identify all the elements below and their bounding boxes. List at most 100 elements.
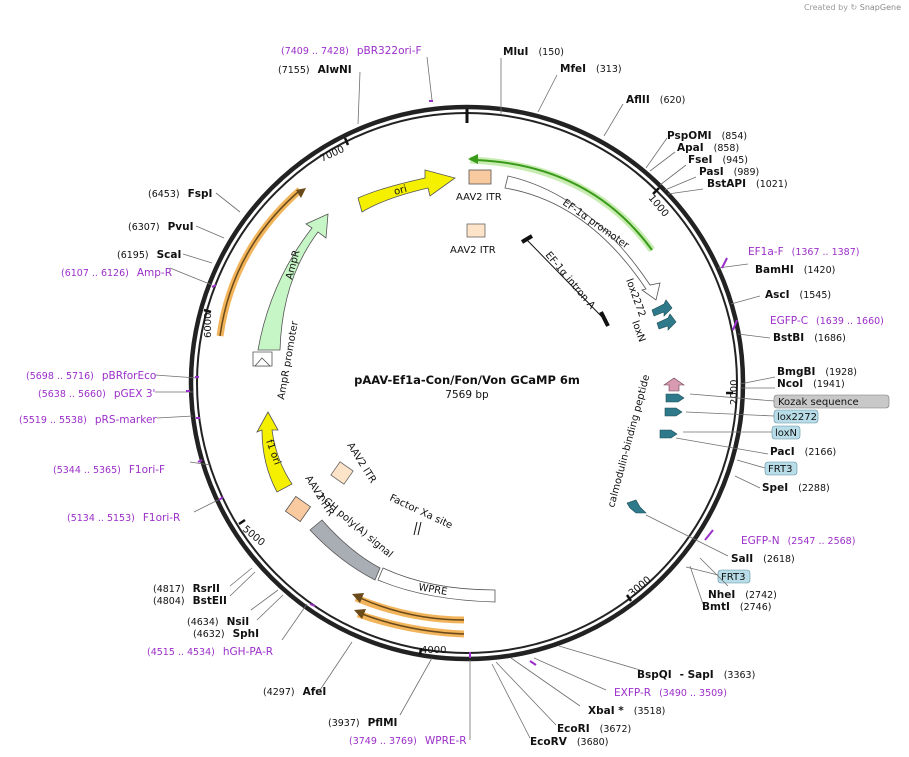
calmodulin-binding-label: calmodulin-binding peptide — [606, 374, 652, 509]
lox2272-arrow-right[interactable] — [665, 393, 685, 403]
snapgene-logo-icon: ↻ — [850, 3, 858, 12]
aav2-itr-label: AAV2 ITR — [456, 192, 502, 203]
aav2-itr-label: AAV2 ITR — [344, 441, 378, 486]
primers: (7409 .. 7428)pBR322ori-F EF1a-F(1367 ..… — [19, 45, 884, 747]
plasmid-name: pAAV-Ef1a-Con/Fon/Von GCaMP 6m — [354, 373, 580, 387]
tick-label: 4000 — [421, 645, 446, 656]
tick-label: 1000 — [646, 193, 671, 220]
site-label: AflII(620) — [626, 94, 685, 106]
ef1a-intron-line — [526, 239, 606, 321]
site-label: BstBI(1686) — [773, 332, 846, 344]
restriction-sites: MluI(150) MfeI(313) AflII(620) PspOMI(85… — [117, 46, 857, 748]
primer-label: EXFP-R(3490 .. 3509) — [614, 687, 727, 699]
ori-label: ori — [393, 184, 409, 198]
ef1a-green-arrow[interactable] — [475, 159, 653, 251]
frt3-arrow-lower[interactable] — [626, 499, 647, 514]
frt3-badge-label: FRT3 — [721, 572, 745, 583]
loxn-badge[interactable] — [771, 425, 801, 440]
site-label: BamHI(1420) — [755, 264, 835, 276]
primer-label: EGFP-C(1639 .. 1660) — [770, 315, 884, 327]
kozak-badge-label: Kozak sequence — [778, 397, 859, 408]
site-label: EcoRI(3672) — [557, 723, 631, 735]
kozak-badge[interactable] — [773, 394, 890, 409]
site-label: (4804)BstEII — [153, 595, 227, 607]
primer-label: (5344 .. 5365)F1ori-F — [53, 464, 165, 476]
site-label: SpeI(2288) — [762, 482, 830, 494]
loxn-arrow[interactable] — [656, 313, 677, 331]
site-label: (4297)AfeI — [263, 686, 326, 698]
ef1a-intron-cap — [520, 234, 534, 244]
loxn-arrow-right[interactable] — [664, 407, 683, 417]
site-label: SalI(2618) — [731, 553, 795, 565]
loxn-badge-label: loxN — [775, 428, 797, 439]
site-label: BstAPI(1021) — [707, 178, 788, 190]
wpre-label: WPRE — [417, 582, 448, 598]
site-label: (6195)ScaI — [117, 249, 181, 261]
site-label: NheI(2742) — [708, 589, 777, 601]
f1-ori-arrow[interactable] — [256, 411, 293, 493]
frt3-badge-label: FRT3 — [768, 464, 792, 475]
site-label: (4632)SphI — [193, 628, 259, 640]
frt3-badge[interactable] — [764, 461, 798, 476]
factor-xa-marker — [417, 521, 422, 536]
ampr-arrow[interactable] — [257, 213, 329, 351]
site-label: (6453)FspI — [148, 188, 212, 200]
kozak-sequence-marker[interactable] — [663, 377, 685, 392]
site-label: XbaI *(3518) — [588, 705, 665, 717]
ori-arrow[interactable] — [357, 169, 456, 213]
site-label: PasI(989) — [699, 166, 759, 178]
aav2-itr-box[interactable] — [330, 461, 354, 485]
site-label: FseI(945) — [688, 154, 748, 166]
frt3-arrow[interactable] — [659, 429, 678, 439]
tick-marks — [203, 137, 733, 656]
wpre-r-arrowhead — [352, 593, 364, 603]
aav2-itr-box[interactable] — [466, 223, 486, 238]
tick-label: 6000 — [203, 313, 214, 338]
site-label: (3937)PflMI — [328, 717, 397, 729]
plasmid-length: 7569 bp — [445, 389, 489, 401]
site-label: ApaI(858) — [677, 142, 739, 154]
site-label: (4634)NsiI — [187, 616, 249, 628]
site-label: BmtI(2746) — [702, 601, 771, 613]
credit-brand: SnapGene — [859, 3, 901, 12]
primer-label: (4515 .. 4534)hGH-PA-R — [147, 646, 273, 658]
tick-label: 2000 — [729, 380, 740, 405]
ef1a-green-arrowhead — [468, 154, 478, 164]
lox2272-badge-label: lox2272 — [777, 412, 817, 423]
ampr-label: AmpR — [284, 249, 302, 281]
site-label: PspOMI(854) — [667, 130, 747, 142]
primer-ticks — [186, 100, 738, 666]
badges: Kozak sequence lox2272 loxN FRT3 FRT3 — [717, 394, 890, 584]
site-label: MfeI(313) — [560, 63, 622, 75]
factor-xa-label: Factor Xa site — [388, 493, 454, 532]
aav2-itr-box[interactable] — [284, 495, 312, 523]
primer-label: (6107 .. 6126)Amp-R — [61, 267, 172, 279]
hgh-polya-arrow[interactable] — [309, 519, 381, 581]
site-label: NcoI(1941) — [777, 378, 845, 390]
amp-r-primer-arrow[interactable] — [219, 191, 299, 337]
aav2-itr-label: AAV2 ITR — [450, 245, 496, 256]
snapgene-credit: Created by ↻ SnapGene — [804, 3, 901, 12]
lox2272-badge[interactable] — [773, 409, 819, 424]
aav2-itr-box[interactable] — [468, 169, 492, 185]
wpre-arrow[interactable] — [377, 567, 496, 603]
leader-lines — [154, 56, 776, 740]
credit-prefix: Created by — [803, 3, 848, 12]
loxn-label: loxN — [629, 319, 647, 343]
ef1a-promoter-arrow[interactable] — [504, 175, 661, 301]
exfp-r-primer-arrow[interactable] — [361, 613, 465, 635]
lox2272-arrow[interactable] — [651, 299, 673, 317]
wpre-r-primer-arrow[interactable] — [359, 597, 465, 621]
ef1a-intron-label: EF-1α intron A — [543, 250, 597, 312]
primer-label: (5134 .. 5153)F1ori-R — [67, 512, 180, 524]
site-label: MluI(150) — [503, 46, 564, 58]
ef1a-intron-cap — [599, 311, 610, 327]
site-label: EcoRV(3680) — [530, 736, 608, 748]
primer-label: (5638 .. 5660)pGEX 3' — [38, 388, 155, 400]
exfp-r-arrowhead — [354, 609, 366, 619]
factor-xa-marker — [413, 521, 418, 536]
site-label: (6307)PvuI — [128, 221, 194, 233]
primer-label: EF1a-F(1367 .. 1387) — [748, 246, 859, 258]
site-label: (4817)RsrII — [153, 583, 220, 595]
